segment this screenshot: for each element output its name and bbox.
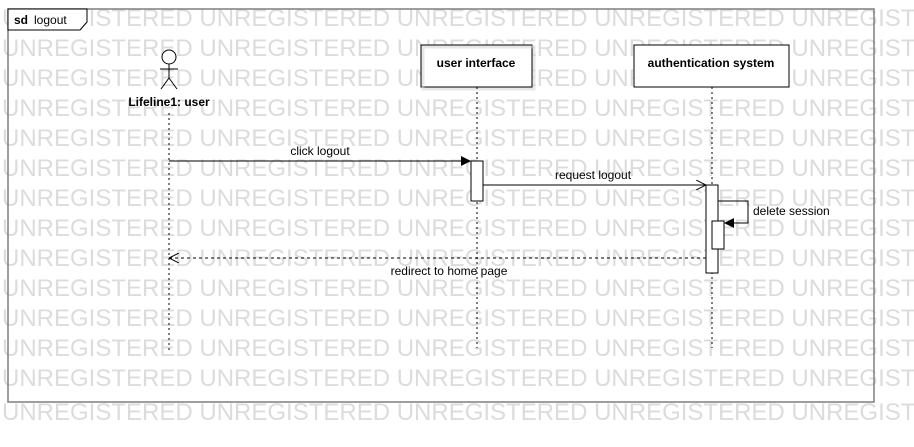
- unregistered-watermark: UNREGISTERED UNREGISTERED UNREGISTERED U…: [2, 5, 914, 426]
- watermark-row: UNREGISTERED UNREGISTERED UNREGISTERED U…: [2, 95, 914, 122]
- message-click-logout[interactable]: click logout: [169, 144, 471, 166]
- frame-tab: sd logout: [7, 8, 88, 31]
- self-message-arrow: [718, 200, 749, 228]
- lifeline-head-shadow: [421, 45, 536, 91]
- nested-activation-bar: [711, 220, 725, 250]
- watermark-row: UNREGISTERED UNREGISTERED UNREGISTERED U…: [2, 305, 914, 332]
- watermark-row: UNREGISTERED UNREGISTERED UNREGISTERED U…: [2, 185, 914, 212]
- diagram-frame: [7, 8, 875, 403]
- watermark-row: UNREGISTERED UNREGISTERED UNREGISTERED U…: [2, 365, 914, 392]
- watermark-row: UNREGISTERED UNREGISTERED UNREGISTERED U…: [2, 155, 914, 182]
- frame-name: logout: [34, 13, 67, 27]
- message-request-logout[interactable]: request logout: [483, 168, 705, 185]
- activation-bar: [470, 160, 484, 202]
- lifeline-label: user interface: [437, 56, 516, 70]
- frame-tab-pentagon: [7, 8, 88, 31]
- lifeline-head-box: [633, 44, 790, 88]
- actor-icon: [160, 49, 178, 90]
- lifeline-user[interactable]: Lifeline1: user: [128, 49, 210, 352]
- message-label: delete session: [753, 204, 830, 218]
- lifeline-user-interface[interactable]: user interface: [420, 44, 536, 348]
- message-label: redirect to home page: [391, 264, 508, 278]
- lifeline-label: Lifeline1: user: [128, 95, 210, 109]
- message-redirect[interactable]: redirect to home page: [170, 258, 706, 278]
- watermark-row: UNREGISTERED UNREGISTERED UNREGISTERED U…: [2, 125, 914, 152]
- message-label: request logout: [555, 168, 632, 182]
- watermark-row: UNREGISTERED UNREGISTERED UNREGISTERED U…: [2, 335, 914, 362]
- frame-keyword: sd: [14, 13, 28, 27]
- watermark-row: UNREGISTERED UNREGISTERED UNREGISTERED U…: [2, 215, 914, 242]
- lifeline-head-box: [420, 44, 533, 88]
- watermark-row: UNREGISTERED UNREGISTERED UNREGISTERED U…: [2, 275, 914, 302]
- message-delete-session[interactable]: delete session: [718, 200, 830, 228]
- lifeline-label: authentication system: [648, 56, 775, 70]
- message-label: click logout: [290, 144, 350, 158]
- watermark-row: UNREGISTERED UNREGISTERED UNREGISTERED U…: [2, 399, 914, 426]
- lifeline-authentication-system[interactable]: authentication system: [633, 44, 790, 348]
